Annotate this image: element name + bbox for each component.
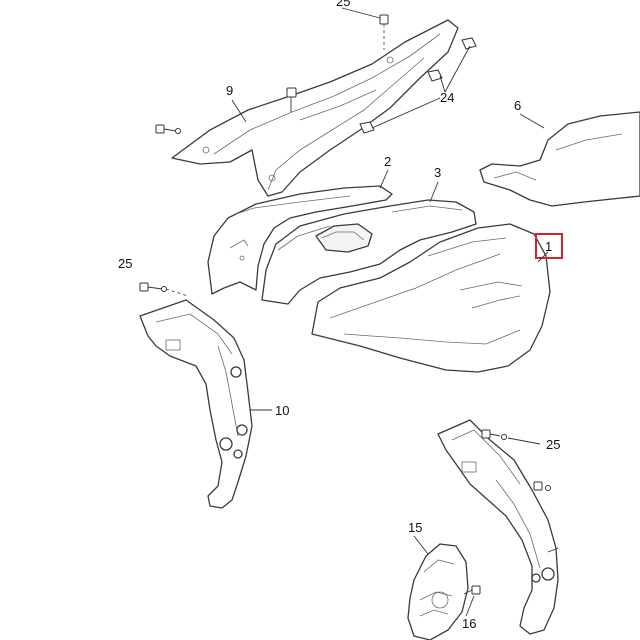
- screw-right-25: [481, 429, 541, 445]
- callout-24: 24: [440, 90, 454, 105]
- screw-left-9: [155, 124, 181, 134]
- part-3-tank-cover[interactable]: [261, 199, 477, 305]
- callout-9: 9: [226, 83, 233, 98]
- callout-25-right: 25: [546, 437, 560, 452]
- part-6-seat[interactable]: [479, 111, 640, 207]
- screw-mid: [286, 87, 297, 112]
- clip-nut-3: [359, 121, 375, 134]
- part-1-fuel-tank-panel[interactable]: [311, 223, 551, 373]
- screw-right-lower: [533, 481, 551, 491]
- callout-25-left: 25: [118, 256, 132, 271]
- callout-25-top: 25: [336, 0, 350, 9]
- callout-15: 15: [408, 520, 422, 535]
- callout-10: 10: [275, 403, 289, 418]
- part-10-left-bracket[interactable]: [139, 299, 253, 509]
- part-right-bracket[interactable]: [437, 419, 559, 635]
- clip-nut-2: [427, 69, 443, 82]
- screw-left-25: [139, 282, 189, 297]
- part-15-sprocket-cover[interactable]: [407, 543, 469, 640]
- callout-1-highlight-box: [535, 233, 563, 259]
- part-2-left-side-panel[interactable]: [207, 185, 393, 295]
- screw-top: [379, 14, 389, 50]
- callout-6: 6: [514, 98, 521, 113]
- part-9-subframe-cover[interactable]: [171, 19, 459, 197]
- clip-nut-1: [461, 37, 477, 50]
- callout-2: 2: [384, 154, 391, 169]
- callout-16: 16: [462, 616, 476, 631]
- screw-16: [463, 585, 481, 595]
- callout-3: 3: [434, 165, 441, 180]
- callout-1: 1: [545, 239, 552, 254]
